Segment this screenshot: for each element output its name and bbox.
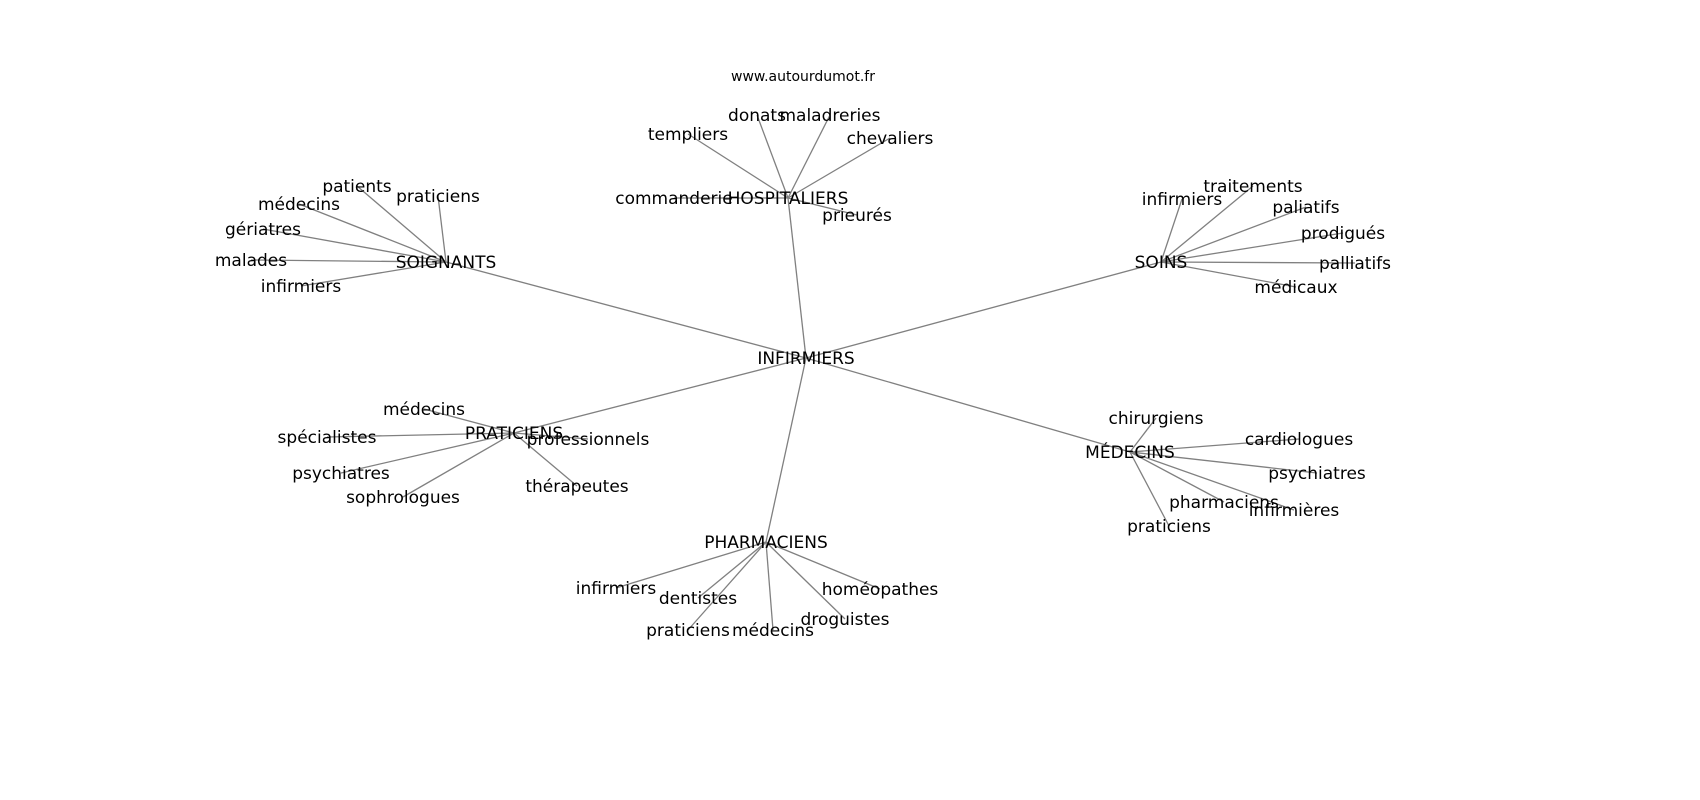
edge-hub-leaf [513, 432, 578, 487]
leaf-node[interactable]: chirurgiens [1109, 409, 1204, 429]
edge-center-hub [805, 357, 1131, 453]
leaf-node[interactable]: infirmières [1249, 501, 1340, 521]
edge-hub-leaf [615, 541, 767, 589]
leaf-node[interactable]: chevaliers [847, 129, 934, 149]
leaf-node[interactable]: commanderie [615, 189, 732, 209]
leaf-node[interactable]: sophrologues [346, 488, 460, 508]
edge-hub-leaf [356, 185, 447, 263]
leaf-node[interactable]: palliatifs [1319, 254, 1391, 274]
leaf-node[interactable]: infirmiers [576, 579, 657, 599]
leaf-node[interactable]: dentistes [659, 589, 737, 609]
edge-hub-leaf [765, 541, 774, 631]
edge-hub-leaf [1129, 451, 1225, 503]
leaf-node[interactable]: professionnels [527, 430, 650, 450]
edge-center-hub [445, 261, 807, 359]
leaf-node[interactable]: thérapeutes [525, 477, 628, 497]
leaf-node[interactable]: malades [215, 251, 287, 271]
leaf-node[interactable]: droguistes [801, 610, 890, 630]
edge-hub-leaf [787, 114, 831, 199]
leaf-node[interactable]: médecins [732, 621, 814, 641]
edge-hub-leaf [1160, 206, 1307, 263]
edge-hub-leaf [423, 408, 515, 434]
leaf-node[interactable]: médecins [383, 400, 465, 420]
leaf-node[interactable]: gériatres [225, 220, 301, 240]
edge-hub-leaf [687, 133, 789, 199]
leaf-node[interactable]: patients [322, 177, 391, 197]
edge-center-hub [787, 197, 807, 359]
edge-hub-leaf [765, 541, 881, 590]
leaf-node[interactable]: cardiologues [1245, 430, 1354, 450]
edge-hub-leaf [1160, 261, 1356, 264]
edge-center-hub [805, 261, 1162, 359]
leaf-node[interactable]: prodigués [1301, 224, 1385, 244]
leaf-node[interactable]: infirmiers [261, 277, 342, 297]
leaf-node[interactable]: traitements [1203, 177, 1302, 197]
edge-center-hub [765, 357, 807, 543]
edge-hub-leaf [300, 261, 447, 287]
edge-center-hub [513, 357, 807, 434]
leaf-node[interactable]: donats [728, 106, 786, 126]
leaf-node[interactable]: médicaux [1254, 278, 1337, 298]
edge-hub-leaf [340, 432, 515, 474]
leaf-node[interactable]: praticiens [646, 621, 730, 641]
edge-hub-leaf [787, 197, 858, 216]
edge-hub-leaf [513, 432, 589, 440]
leaf-node[interactable]: médecins [258, 195, 340, 215]
site-title: www.autourdumot.fr [731, 69, 875, 85]
hub-node[interactable]: PRATICIENS [465, 424, 563, 444]
edge-hub-leaf [262, 228, 447, 263]
center-node[interactable]: INFIRMIERS [757, 349, 854, 369]
edge-hub-leaf [1160, 232, 1344, 263]
leaf-node[interactable]: prieurés [822, 206, 892, 226]
edge-hub-leaf [1160, 185, 1254, 263]
edge-hub-leaf [298, 203, 447, 263]
edge-hub-leaf [437, 195, 447, 263]
leaf-node[interactable]: templiers [648, 125, 728, 145]
edge-hub-leaf [402, 432, 515, 498]
leaf-node[interactable]: infirmiers [1142, 190, 1223, 210]
hub-node[interactable]: SOIGNANTS [396, 253, 497, 273]
leaf-node[interactable]: psychiatres [1268, 464, 1366, 484]
edge-hub-leaf [1129, 451, 1170, 527]
leaf-node[interactable]: praticiens [396, 187, 480, 207]
edge-hub-leaf [250, 259, 447, 263]
hub-node[interactable]: MÉDECINS [1085, 441, 1175, 463]
leaf-node[interactable]: praticiens [1127, 517, 1211, 537]
edge-hub-leaf [326, 432, 515, 438]
edge-hub-leaf [1129, 451, 1295, 511]
hub-node[interactable]: HOSPITALIERS [728, 189, 849, 209]
edge-hub-leaf [697, 541, 767, 599]
edge-hub-leaf [1129, 438, 1300, 453]
edge-hub-leaf [787, 137, 891, 199]
leaf-node[interactable]: paliatifs [1272, 198, 1339, 218]
hub-node[interactable]: SOINS [1135, 253, 1188, 273]
leaf-node[interactable]: homéopathes [822, 580, 939, 600]
edge-hub-leaf [1129, 417, 1157, 453]
edge-hub-leaf [1160, 198, 1183, 263]
hub-node[interactable]: PHARMACIENS [704, 533, 828, 553]
edges [250, 114, 1356, 631]
edge-hub-leaf [687, 541, 767, 631]
leaf-node[interactable]: maladreries [779, 106, 880, 126]
leaf-node[interactable]: pharmaciens [1169, 493, 1279, 513]
edge-hub-leaf [765, 541, 846, 620]
edge-hub-leaf [1160, 261, 1297, 288]
edge-hub-leaf [1129, 451, 1318, 474]
leaf-node[interactable]: psychiatres [292, 464, 390, 484]
leaf-node[interactable]: spécialistes [278, 428, 377, 448]
edge-hub-leaf [756, 114, 789, 199]
